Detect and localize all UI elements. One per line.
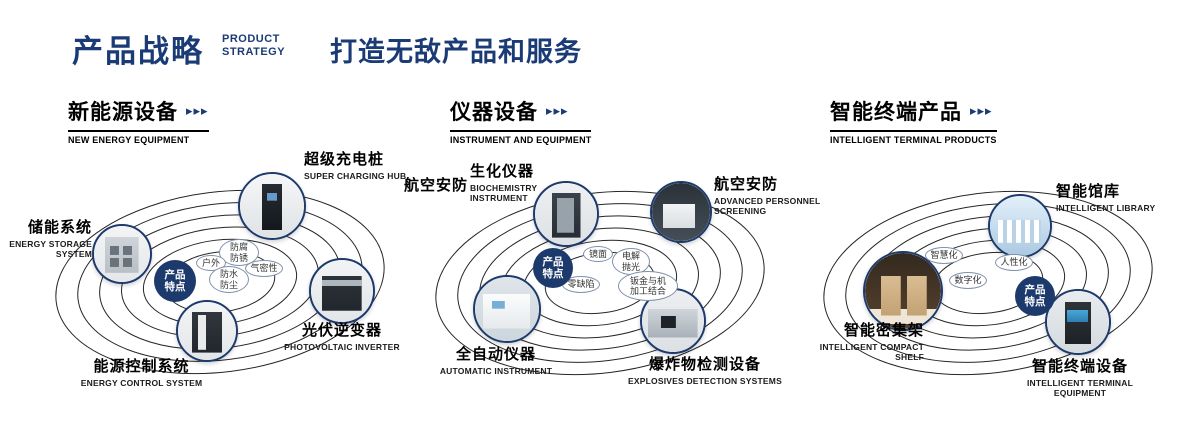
label-cn: 智能密集架 [843, 322, 924, 339]
label-cn: 智能终端设备 [1031, 358, 1128, 375]
label-intelligent-compact-shelf: 智能密集架 INTELLIGENT COMPACT SHELF [818, 322, 924, 362]
photo-biochemistry-instrument [533, 181, 599, 247]
section-title-en: NEW ENERGY EQUIPMENT [68, 135, 190, 145]
section-title-cn: 智能终端产品 [830, 101, 962, 124]
label-en: ENERGY STORAGE SYSTEM [9, 239, 92, 259]
label-en: SUPER CHARGING HUB [304, 171, 407, 181]
slogan: 打造无敌产品和服务 [330, 37, 582, 67]
label-en: ADVANCED PERSONNEL SCREENING [714, 196, 821, 216]
section-underline [830, 130, 997, 132]
photo-personnel-screening [650, 181, 712, 243]
label-energy-control-system: 能源控制系统 ENERGY CONTROL SYSTEM [64, 358, 219, 388]
section-title-row: 仪器设备 ▸▸▸ [450, 96, 591, 126]
inverter-image [311, 260, 373, 322]
label-cn: 生化仪器 [470, 163, 535, 180]
photo-energy-storage [92, 224, 152, 284]
label-super-charging-hub: 超级充电桩 SUPER CHARGING HUB [304, 151, 434, 181]
label-explosives-detection: 爆炸物检测设备 EXPLOSIVES DETECTION SYSTEMS [625, 356, 785, 386]
label-en: EXPLOSIVES DETECTION SYSTEMS [628, 376, 782, 386]
photo-intelligent-library [988, 194, 1052, 258]
label-biochemistry-instrument: 生化仪器 BIOCHEMISTRY INSTRUMENT [470, 163, 570, 203]
photo-intelligent-compact-shelf [863, 251, 943, 331]
section-underline [450, 130, 592, 132]
product-features-badge: 产品特点 [533, 248, 573, 288]
label-cn: 光伏逆变器 [301, 322, 382, 339]
label-en: INTELLIGENT TERMINAL EQUIPMENT [1027, 378, 1133, 398]
label-intelligent-library: 智能馆库 INTELLIGENT LIBRARY [1056, 183, 1176, 213]
label-cn: 能源控制系统 [93, 358, 190, 375]
photo-intelligent-terminal [1045, 289, 1111, 355]
label-personnel-screening: 航空安防 ADVANCED PERSONNEL SCREENING [714, 176, 824, 216]
section-title-en: INTELLIGENT TERMINAL PRODUCTS [830, 135, 997, 145]
label-intelligent-terminal: 智能终端设备 INTELLIGENT TERMINAL EQUIPMENT [1002, 358, 1158, 398]
label-aviation-security-left: 航空安防 [404, 177, 484, 195]
library-room-image [990, 196, 1050, 256]
label-en: BIOCHEMISTRY INSTRUMENT [470, 183, 538, 203]
product-features-badge: 产品特点 [154, 260, 196, 302]
section-title-en: INSTRUMENT AND EQUIPMENT [450, 135, 592, 145]
label-cn: 超级充电桩 [304, 151, 385, 168]
feature-tag: 钣金与机加工结合 [618, 271, 678, 301]
label-en: INTELLIGENT COMPACT SHELF [819, 342, 924, 362]
section-title-row: 智能终端产品 ▸▸▸ [830, 96, 997, 126]
energy-storage-image [94, 226, 150, 282]
section-title-cn: 仪器设备 [450, 101, 538, 124]
label-cn: 储能系统 [27, 219, 92, 236]
section-underline [68, 130, 209, 132]
feature-tag: 智慧化 [925, 247, 963, 264]
label-energy-storage: 储能系统 ENERGY STORAGE SYSTEM [2, 219, 92, 259]
section-title-row: 新能源设备 ▸▸▸ [68, 96, 209, 126]
feature-tag: 防水防尘 [209, 266, 249, 293]
page-title-en: PRODUCT STRATEGY [222, 33, 285, 59]
label-cn: 航空安防 [404, 177, 469, 194]
label-cn: 爆炸物检测设备 [648, 356, 761, 373]
triple-arrow-icon: ▸▸▸ [546, 103, 569, 118]
photo-super-charging-hub [238, 172, 306, 240]
feature-tag: 气密性 [245, 260, 283, 277]
triple-arrow-icon: ▸▸▸ [970, 103, 993, 118]
section-heading-new-energy: 新能源设备 ▸▸▸ NEW ENERGY EQUIPMENT [68, 96, 209, 145]
section-heading-intelligent: 智能终端产品 ▸▸▸ INTELLIGENT TERMINAL PRODUCTS [830, 96, 997, 145]
label-cn: 航空安防 [714, 176, 779, 193]
label-cn: 智能馆库 [1056, 183, 1121, 200]
photo-energy-control-system [176, 300, 238, 362]
charging-pile-image [240, 174, 304, 238]
screening-machine-image [652, 183, 710, 241]
page-title: 产品战略 [72, 34, 204, 69]
photo-automatic-instrument [473, 275, 541, 343]
feature-tag: 镜面 [583, 246, 613, 262]
section-title-cn: 新能源设备 [68, 101, 178, 124]
product-features-badge: 产品特点 [1015, 276, 1055, 316]
label-en: ENERGY CONTROL SYSTEM [80, 378, 203, 388]
label-en: INTELLIGENT LIBRARY [1056, 203, 1156, 213]
compact-shelf-image [865, 253, 941, 329]
page-title-en-line1: PRODUCT [222, 33, 280, 45]
feature-tag: 人性化 [995, 254, 1033, 271]
instrument-rack-image [535, 183, 597, 245]
page-title-en-line2: STRATEGY [222, 46, 286, 58]
section-heading-instrument: 仪器设备 ▸▸▸ INSTRUMENT AND EQUIPMENT [450, 96, 592, 145]
feature-tag: 电解抛光 [612, 248, 650, 275]
photo-photovoltaic-inverter [309, 258, 375, 324]
label-cn: 全自动仪器 [455, 346, 536, 363]
feature-tag: 数字化 [949, 272, 987, 289]
analyzer-image [475, 277, 539, 341]
control-cabinet-image [178, 302, 236, 360]
label-automatic-instrument: 全自动仪器 AUTOMATIC INSTRUMENT [426, 346, 566, 376]
triple-arrow-icon: ▸▸▸ [186, 103, 209, 118]
label-en: PHOTOVOLTAIC INVERTER [284, 342, 400, 352]
label-en: AUTOMATIC INSTRUMENT [439, 366, 553, 376]
kiosk-image [1047, 291, 1109, 353]
label-photovoltaic-inverter: 光伏逆变器 PHOTOVOLTAIC INVERTER [272, 322, 412, 352]
